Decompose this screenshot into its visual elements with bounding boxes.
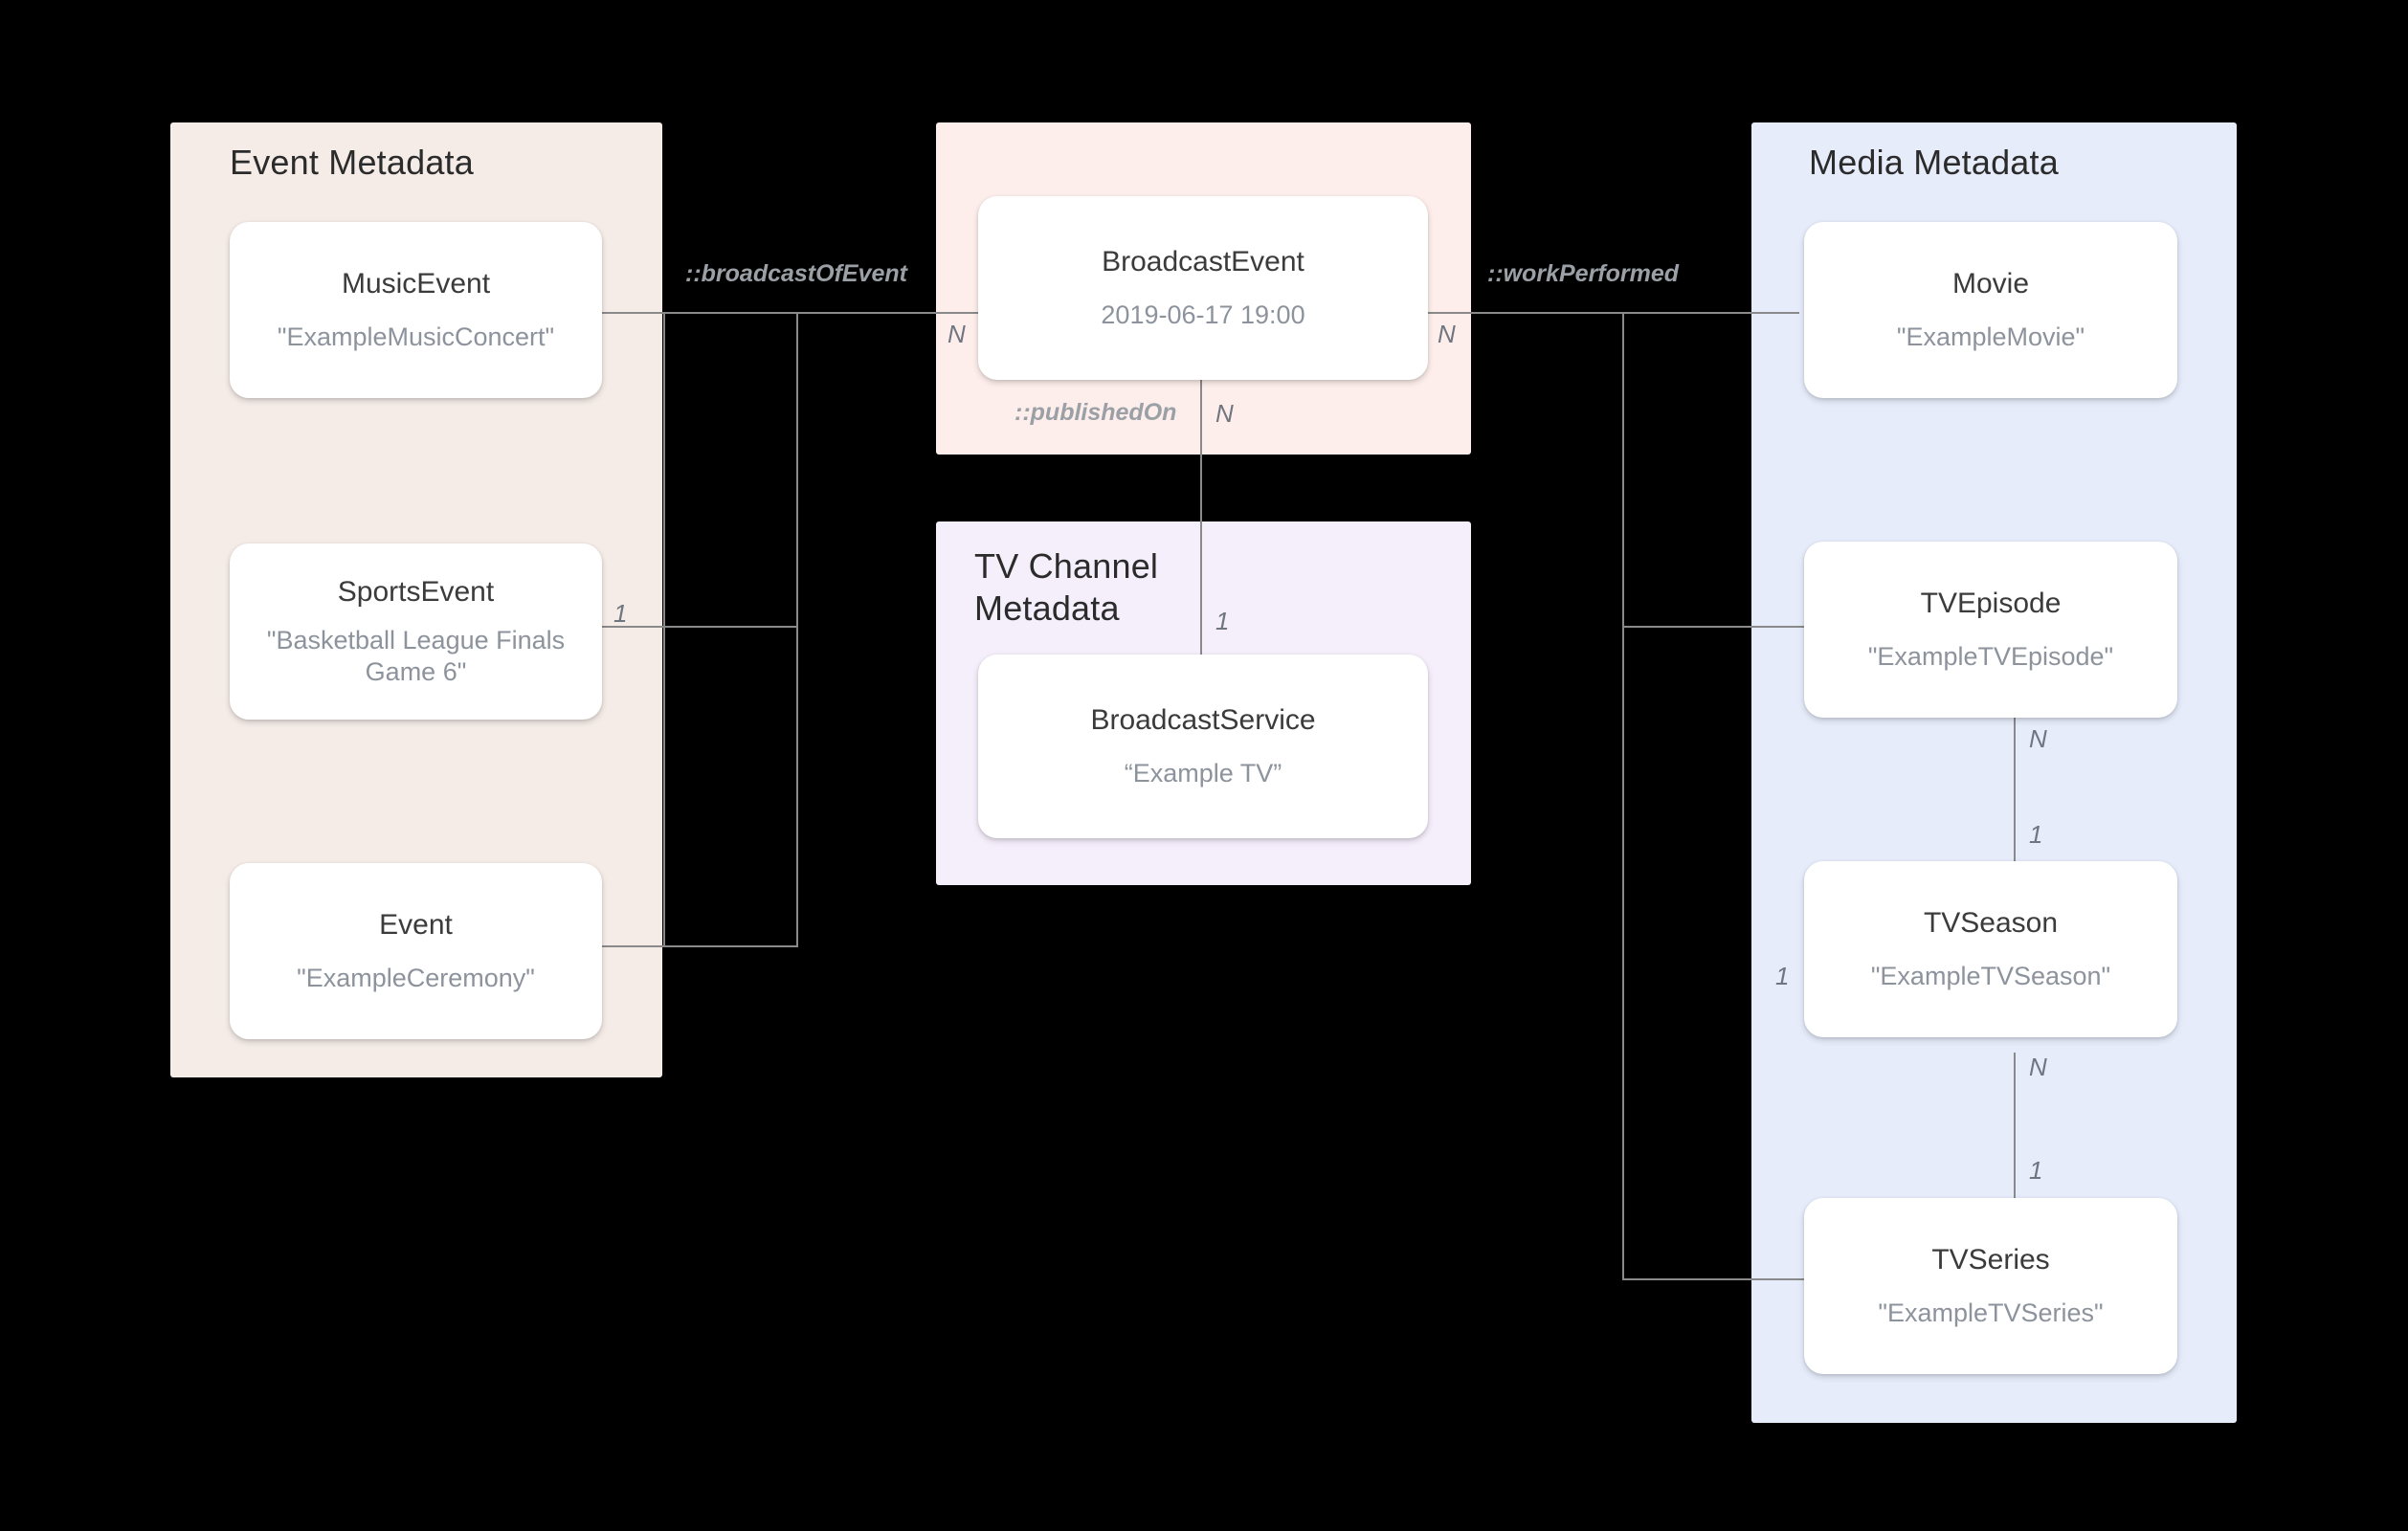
cardinality-broadcast-event-left: N: [948, 320, 966, 348]
connector-tv-series-stub: [1622, 1278, 1804, 1280]
entity-card-broadcast-service[interactable]: BroadcastService “Example TV”: [978, 655, 1428, 838]
cardinality-broadcast-event-bottom: N: [1215, 399, 1234, 428]
cardinality-sports-event-right: 1: [613, 599, 628, 628]
group-title-tv-channel-metadata: TV Channel Metadata: [974, 546, 1159, 628]
cardinality-tv-season-top: 1: [2029, 820, 2043, 849]
entity-value: "ExampleTVEpisode": [1867, 641, 2114, 671]
connector-left-trunk-outer: [796, 312, 798, 945]
entity-value: "ExampleCeremony": [297, 963, 535, 992]
entity-value: 2019-06-17 19:00: [1101, 300, 1305, 329]
entity-type: BroadcastEvent: [1102, 245, 1304, 277]
entity-card-music-event[interactable]: MusicEvent "ExampleMusicConcert": [230, 222, 602, 398]
entity-card-tv-episode[interactable]: TVEpisode "ExampleTVEpisode": [1804, 542, 2177, 718]
entity-type: MusicEvent: [341, 267, 491, 300]
entity-card-broadcast-event[interactable]: BroadcastEvent 2019-06-17 19:00: [978, 196, 1428, 380]
connector-season-series: [2014, 1053, 2016, 1254]
entity-card-tv-series[interactable]: TVSeries "ExampleTVSeries": [1804, 1198, 2177, 1374]
entity-type: TVEpisode: [1920, 587, 2062, 619]
entity-card-movie[interactable]: Movie "ExampleMovie": [1804, 222, 2177, 398]
connector-episode-season: [2014, 716, 2016, 907]
entity-card-sports-event[interactable]: SportsEvent "Basketball League Finals Ga…: [230, 544, 602, 720]
connector-tv-episode-stub: [1622, 626, 1804, 628]
cardinality-broadcast-service-top: 1: [1215, 607, 1230, 635]
cardinality-tv-series-top: 1: [2029, 1156, 2043, 1185]
entity-type: BroadcastService: [1090, 703, 1316, 736]
cardinality-tv-season-bottom: N: [2029, 1053, 2047, 1081]
relation-label-published-on: ::publishedOn: [1014, 399, 1177, 426]
entity-type: Movie: [1951, 267, 2030, 300]
relation-label-work-performed: ::workPerformed: [1487, 260, 1680, 287]
entity-value: "Basketball League Finals Game 6": [266, 625, 566, 686]
entity-value: "ExampleMusicConcert": [277, 322, 555, 351]
entity-card-tv-season[interactable]: TVSeason "ExampleTVSeason": [1804, 861, 2177, 1037]
group-title-event-metadata: Event Metadata: [230, 143, 474, 182]
connector-published-on: [1200, 379, 1202, 656]
entity-card-event[interactable]: Event "ExampleCeremony": [230, 863, 602, 1039]
entity-type: TVSeries: [1931, 1243, 2050, 1276]
entity-value: "ExampleMovie": [1896, 322, 2085, 351]
cardinality-broadcast-event-right: N: [1438, 320, 1456, 348]
cardinality-tv-episode-bottom: N: [2029, 724, 2047, 753]
cardinality-tv-season-left: 1: [1775, 962, 1790, 990]
relation-label-broadcast-of-event: ::broadcastOfEvent: [685, 260, 907, 287]
connector-broadcast-of-event-rail: [663, 312, 1000, 314]
entity-value: “Example TV”: [1124, 758, 1282, 788]
entity-value: "ExampleTVSeries": [1878, 1298, 2104, 1327]
connector-left-trunk-inner: [663, 312, 665, 945]
entity-type: TVSeason: [1923, 906, 2059, 939]
connector-sports-event-stub: [602, 626, 798, 628]
entity-value: "ExampleTVSeason": [1870, 961, 2111, 990]
connector-right-trunk: [1622, 312, 1624, 1278]
entity-type: SportsEvent: [337, 575, 495, 608]
connector-work-performed-rail: [1426, 312, 1799, 314]
entity-type: Event: [379, 908, 453, 941]
group-title-media-metadata: Media Metadata: [1809, 143, 2059, 182]
connector-event-stub: [602, 945, 798, 947]
